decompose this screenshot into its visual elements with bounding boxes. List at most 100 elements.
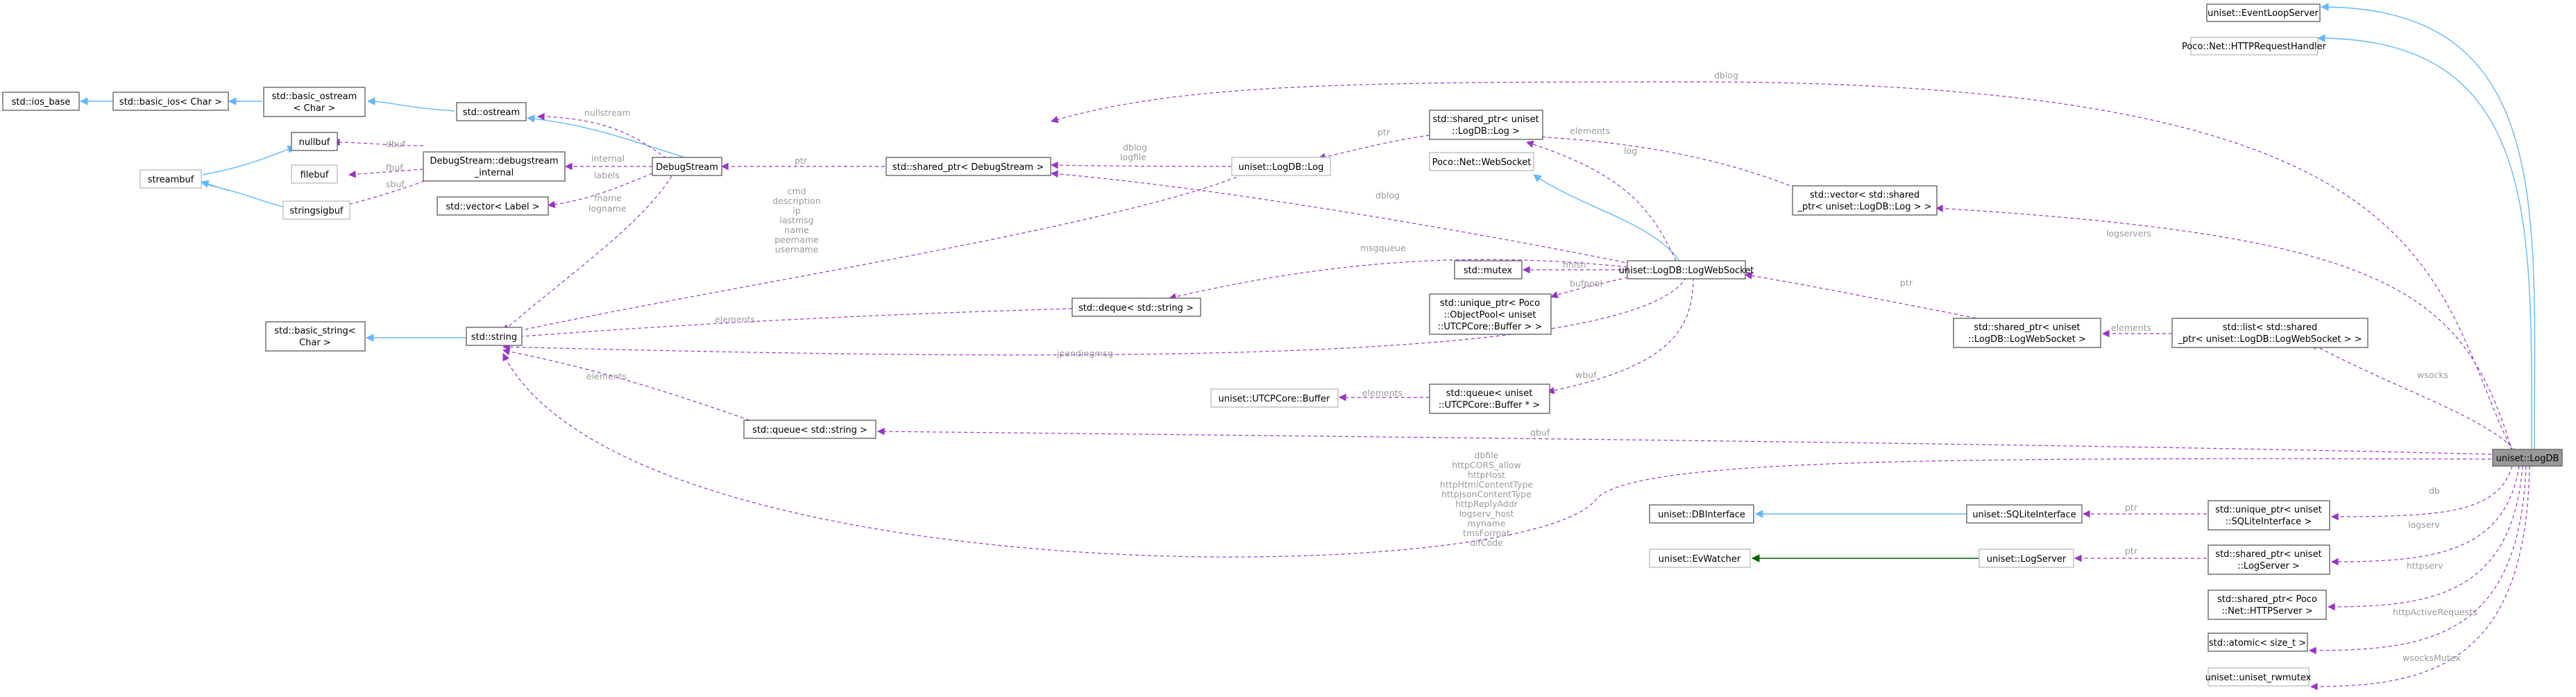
node-label-1: std::unique_ptr< Poco <box>1440 298 1540 309</box>
node-label-1: DebugStream::debugstream <box>430 156 558 166</box>
node-basic-string[interactable]: std::basic_string< Char > <box>265 321 366 352</box>
node-box <box>1966 504 2083 524</box>
edge-label-fname-1: fname <box>594 193 622 203</box>
edge-wsocks-mutex <box>2311 465 2530 687</box>
node-label: stringsigbuf <box>289 206 343 216</box>
node-atomic-size-t[interactable]: std::atomic< size_t > <box>2208 633 2308 652</box>
node-logwebsocket[interactable]: uniset::LogDB::LogWebSocket <box>1619 260 1754 279</box>
node-label: DebugStream <box>656 162 718 173</box>
edge-inherit-basic-ostream <box>368 101 455 112</box>
node-utcpcore-buffer[interactable]: uniset::UTCPCore::Buffer <box>1210 388 1339 408</box>
node-shared-ptr-httpserver[interactable]: std::shared_ptr< Poco ::Net::HTTPServer … <box>2208 590 2327 620</box>
node-filebuf[interactable]: filebuf <box>291 164 338 184</box>
node-shared-ptr-logserver[interactable]: std::shared_ptr< uniset ::LogServer > <box>2208 544 2330 575</box>
node-logdb-focus[interactable]: uniset::LogDB <box>2492 449 2563 467</box>
edge-label-ptr-lws: ptr <box>1900 277 1913 288</box>
node-queue-buffer[interactable]: std::queue< uniset ::UTCPCore::Buffer * … <box>1429 384 1550 414</box>
node-label: std::basic_ios< Char > <box>119 97 222 107</box>
edge-label-labels: labels <box>594 170 620 180</box>
node-string[interactable]: std::string <box>466 327 523 346</box>
edge-dblog-lws <box>1051 173 1632 264</box>
edge-inherit-stringsigbuf <box>202 183 284 207</box>
node-debugstream[interactable]: DebugStream <box>652 157 722 176</box>
edge-label-httpserv: httpserv <box>2407 560 2443 571</box>
node-ostream[interactable]: std::ostream <box>456 102 527 121</box>
edge-label-msgqueue: msgqueue <box>1360 243 1406 253</box>
node-list-shared-lws[interactable]: std::list< std::shared _ptr< uniset::Log… <box>2171 318 2369 348</box>
edge-label-ptr-logserver: ptr <box>2125 546 2138 556</box>
node-box <box>265 321 366 352</box>
node-box <box>282 200 350 220</box>
node-unique-ptr-sqlite[interactable]: std::unique_ptr< uniset ::SQLiteInterfac… <box>2208 500 2330 531</box>
edge-label-httpcors-allow: httpCORS_allow <box>1452 460 1521 470</box>
node-uniset-rwmutex[interactable]: uniset::uniset_rwmutex <box>2205 667 2312 687</box>
node-stringsigbuf[interactable]: stringsigbuf <box>282 200 350 220</box>
edge-label-fname-2: logname <box>588 203 627 214</box>
node-dbinterface[interactable]: uniset::DBInterface <box>1649 504 1754 524</box>
edge-label-name: name <box>784 225 809 235</box>
node-label: filebuf <box>300 170 329 180</box>
node-label-2: ::LogDB::LogWebSocket > <box>1968 334 2086 345</box>
node-label-2: _ptr< uniset::LogDB::Log > > <box>1797 202 1931 212</box>
node-label-1: std::list< std::shared <box>2223 322 2317 333</box>
node-unique-ptr-pool[interactable]: std::unique_ptr< Poco ::ObjectPool< unis… <box>1429 293 1552 335</box>
node-debugstream-internal[interactable]: DebugStream::debugstream _internal <box>423 151 566 182</box>
node-label-2: Char > <box>299 338 331 348</box>
node-deque-string[interactable]: std::deque< std::string > <box>1071 298 1201 317</box>
node-box <box>291 164 338 184</box>
edge-logservers <box>1936 208 2513 451</box>
node-box <box>466 327 523 346</box>
edge-label-dblog-lws: dblog <box>1375 190 1400 200</box>
edge-label-string-fields: cmd description ip lastmsg name peername… <box>772 186 821 255</box>
node-label-2: ::LogServer > <box>2237 561 2300 571</box>
node-box <box>456 102 527 121</box>
node-label: std::ios_base <box>12 97 71 107</box>
node-nullbuf[interactable]: nullbuf <box>291 132 338 151</box>
edge-logdb-fields <box>502 354 2492 558</box>
edge-elements-queue <box>503 350 750 421</box>
nodes: uniset::EventLoopServer Poco::Net::HTTPR… <box>2 3 2563 687</box>
node-box <box>1953 318 2101 348</box>
node-label: uniset::LogServer <box>1987 554 2067 565</box>
edge-label-httpreplyaddr: httpReplyAddr <box>1455 499 1518 509</box>
edge-label-logserv: logserv <box>2408 519 2440 530</box>
node-eventloopserver[interactable]: uniset::EventLoopServer <box>2206 3 2321 22</box>
edge-nullstream <box>538 117 667 159</box>
edge-bufpool <box>1551 275 1635 297</box>
node-box <box>2206 3 2321 22</box>
edge-label-httphtmlcontenttype: httpHtmlContentType <box>1440 479 1533 490</box>
node-evwatcher[interactable]: uniset::EvWatcher <box>1649 549 1751 568</box>
edge-inherit-eventloopserver <box>2321 7 2536 451</box>
edge-inherit-websocket <box>1534 175 1680 261</box>
edge-labels: dblog nullstream ptr dblog logfile ptr e… <box>386 70 2477 663</box>
node-sqliteinterface[interactable]: uniset::SQLiteInterface <box>1966 504 2083 524</box>
node-websocket[interactable]: Poco::Net::WebSocket <box>1429 152 1534 171</box>
node-streambuf[interactable]: streambuf <box>139 169 202 189</box>
node-httprequesthandler[interactable]: Poco::Net::HTTPRequestHandler <box>2182 37 2327 55</box>
edge-httpserv <box>2328 465 2523 607</box>
node-vector-label[interactable]: std::vector< Label > <box>437 196 549 216</box>
node-basic-ostream[interactable]: std::basic_ostream < Char > <box>263 87 366 117</box>
edge-elements-log <box>1499 135 1819 198</box>
edge-label-log-lws: log <box>1624 146 1637 156</box>
node-box <box>2190 37 2319 55</box>
node-logdb-log[interactable]: uniset::LogDB::Log <box>1231 157 1331 176</box>
node-box <box>437 196 549 216</box>
node-shared-ptr-debugstream[interactable]: std::shared_ptr< DebugStream > <box>886 157 1051 176</box>
node-logserver[interactable]: uniset::LogServer <box>1978 549 2074 568</box>
node-queue-string[interactable]: std::queue< std::string > <box>743 420 876 439</box>
node-box <box>1649 549 1751 568</box>
edge-label-dblog-top: dblog <box>1714 70 1738 80</box>
node-vector-shared-log[interactable]: std::vector< std::shared _ptr< uniset::L… <box>1792 185 1938 216</box>
edge-label-httphost: httpHost <box>1468 470 1505 480</box>
node-shared-ptr-lws[interactable]: std::shared_ptr< uniset ::LogDB::LogWebS… <box>1953 318 2101 348</box>
node-box <box>2208 633 2308 652</box>
edge-label-wsocks: wsocks <box>2417 370 2448 380</box>
node-mutex[interactable]: std::mutex <box>1454 260 1523 279</box>
node-label-3: ::UTCPCore::Buffer > > <box>1438 322 1543 332</box>
node-ios-base[interactable]: std::ios_base <box>2 92 80 111</box>
node-label: std::deque< std::string > <box>1078 303 1194 313</box>
node-basic-ios[interactable]: std::basic_ios< Char > <box>112 92 229 111</box>
node-shared-ptr-log[interactable]: std::shared_ptr< uniset ::LogDB::Log > <box>1429 110 1543 140</box>
edge-ptr-log <box>1319 135 1430 158</box>
